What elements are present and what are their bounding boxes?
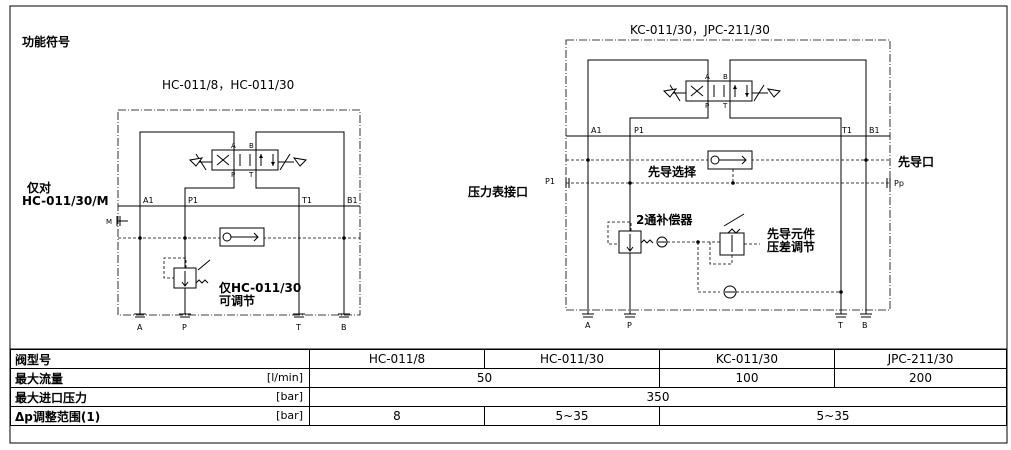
right-port-b1: B1 [869,126,880,135]
spec-table: 阀型号 HC-011/8 HC-011/30 KC-011/30 JPC-211… [10,349,1007,426]
right-valve-p-label: P [705,102,709,110]
right-valve-t-label: T [722,102,728,110]
left-note-only-for: 仅对 [26,180,51,195]
table-header-col: HC-011/8 [309,349,485,369]
table-row: Δp调整范围(1) [bar] 8 5~35 5~35 [10,406,1007,426]
row-param-cell: Δp调整范围(1) [bar] [10,406,310,426]
left-port-t1: T1 [301,196,312,205]
table-cell: 5~35 [484,406,660,426]
right-valve-a-label: A [705,73,710,81]
left-bottom-b: B [341,323,347,332]
table-cell: 5~35 [659,406,1007,426]
table-header-col: JPC-211/30 [834,349,1007,369]
left-note-adjustable: 可调节 [219,293,255,308]
right-label-compensator: 2通补偿器 [636,212,693,227]
row-param: 最大进口压力 [15,390,88,405]
right-diagram: KC-011/30，JPC-211/30 A B P T [468,23,934,330]
right-port-p1: P1 [634,126,644,135]
right-enclosure [565,39,891,311]
right-label-pilot-element: 先导元件 [767,226,815,241]
right-port-t1: T1 [841,126,852,135]
right-label-pilot-port: 先导口 [898,154,934,169]
table-header-model: 阀型号 [10,349,310,369]
table-row: 最大流量 [l/min] 50 100 200 [10,368,1007,388]
table-cell: 50 [309,368,660,388]
left-valve-b-label: B [249,142,254,150]
left-directional-valve-symbol: A B P T [188,140,308,180]
right-port-a1: A1 [591,126,602,135]
table-cell: 8 [309,406,485,426]
section-title: 功能符号 [22,34,70,49]
left-diagram-title: HC-011/8，HC-011/30 [162,78,294,92]
left-enclosure [117,109,361,316]
row-unit: [l/min] [266,371,303,384]
row-param-cell: 最大流量 [l/min] [10,368,310,388]
right-directional-valve-symbol: A B P T [662,71,782,111]
table-cell: 350 [309,387,1007,407]
right-bottom-p: P [627,321,632,330]
left-valve-t-label: T [248,171,254,179]
outer-border [9,5,1008,444]
right-port-pp: Pp [894,179,904,188]
table-header-col: KC-011/30 [659,349,835,369]
left-port-p1: P1 [188,196,198,205]
table-cell: 200 [834,368,1007,388]
left-valve-a-label: A [231,142,236,150]
right-label-pressure-port: 压力表接口 [468,184,528,199]
table-cell: 100 [659,368,835,388]
right-port-p1-gauge: P1 [545,177,555,186]
left-valve-p-label: P [231,171,235,179]
row-unit: [bar] [276,390,303,403]
row-param: 最大流量 [15,371,64,386]
table-header-row: 阀型号 HC-011/8 HC-011/30 KC-011/30 JPC-211… [10,349,1007,369]
left-bottom-t: T [295,323,301,332]
row-param-cell: 最大进口压力 [bar] [10,387,310,407]
left-note-model: HC-011/30/M [22,194,109,208]
table-header-col: HC-011/30 [484,349,660,369]
right-diagram-title: KC-011/30，JPC-211/30 [630,23,770,37]
row-unit: [bar] [276,409,303,422]
left-bottom-a: A [137,323,143,332]
left-note-adjustable-model: 仅HC-011/30 [218,280,301,295]
right-bottom-t: T [837,321,843,330]
right-valve-b-label: B [723,73,728,81]
left-port-m: M [106,218,112,226]
row-param: Δp调整范围(1) [15,409,101,424]
right-label-pressure-diff-adjust: 压差调节 [767,239,815,254]
left-diagram: HC-011/8，HC-011/30 A B P T [22,78,361,332]
left-port-b1: B1 [347,196,358,205]
left-port-a1: A1 [143,196,154,205]
table-row: 最大进口压力 [bar] 350 [10,387,1007,407]
right-bottom-a: A [585,321,591,330]
right-bottom-b: B [862,321,868,330]
right-label-pilot-select: 先导选择 [648,164,697,179]
left-bottom-p: P [182,323,187,332]
